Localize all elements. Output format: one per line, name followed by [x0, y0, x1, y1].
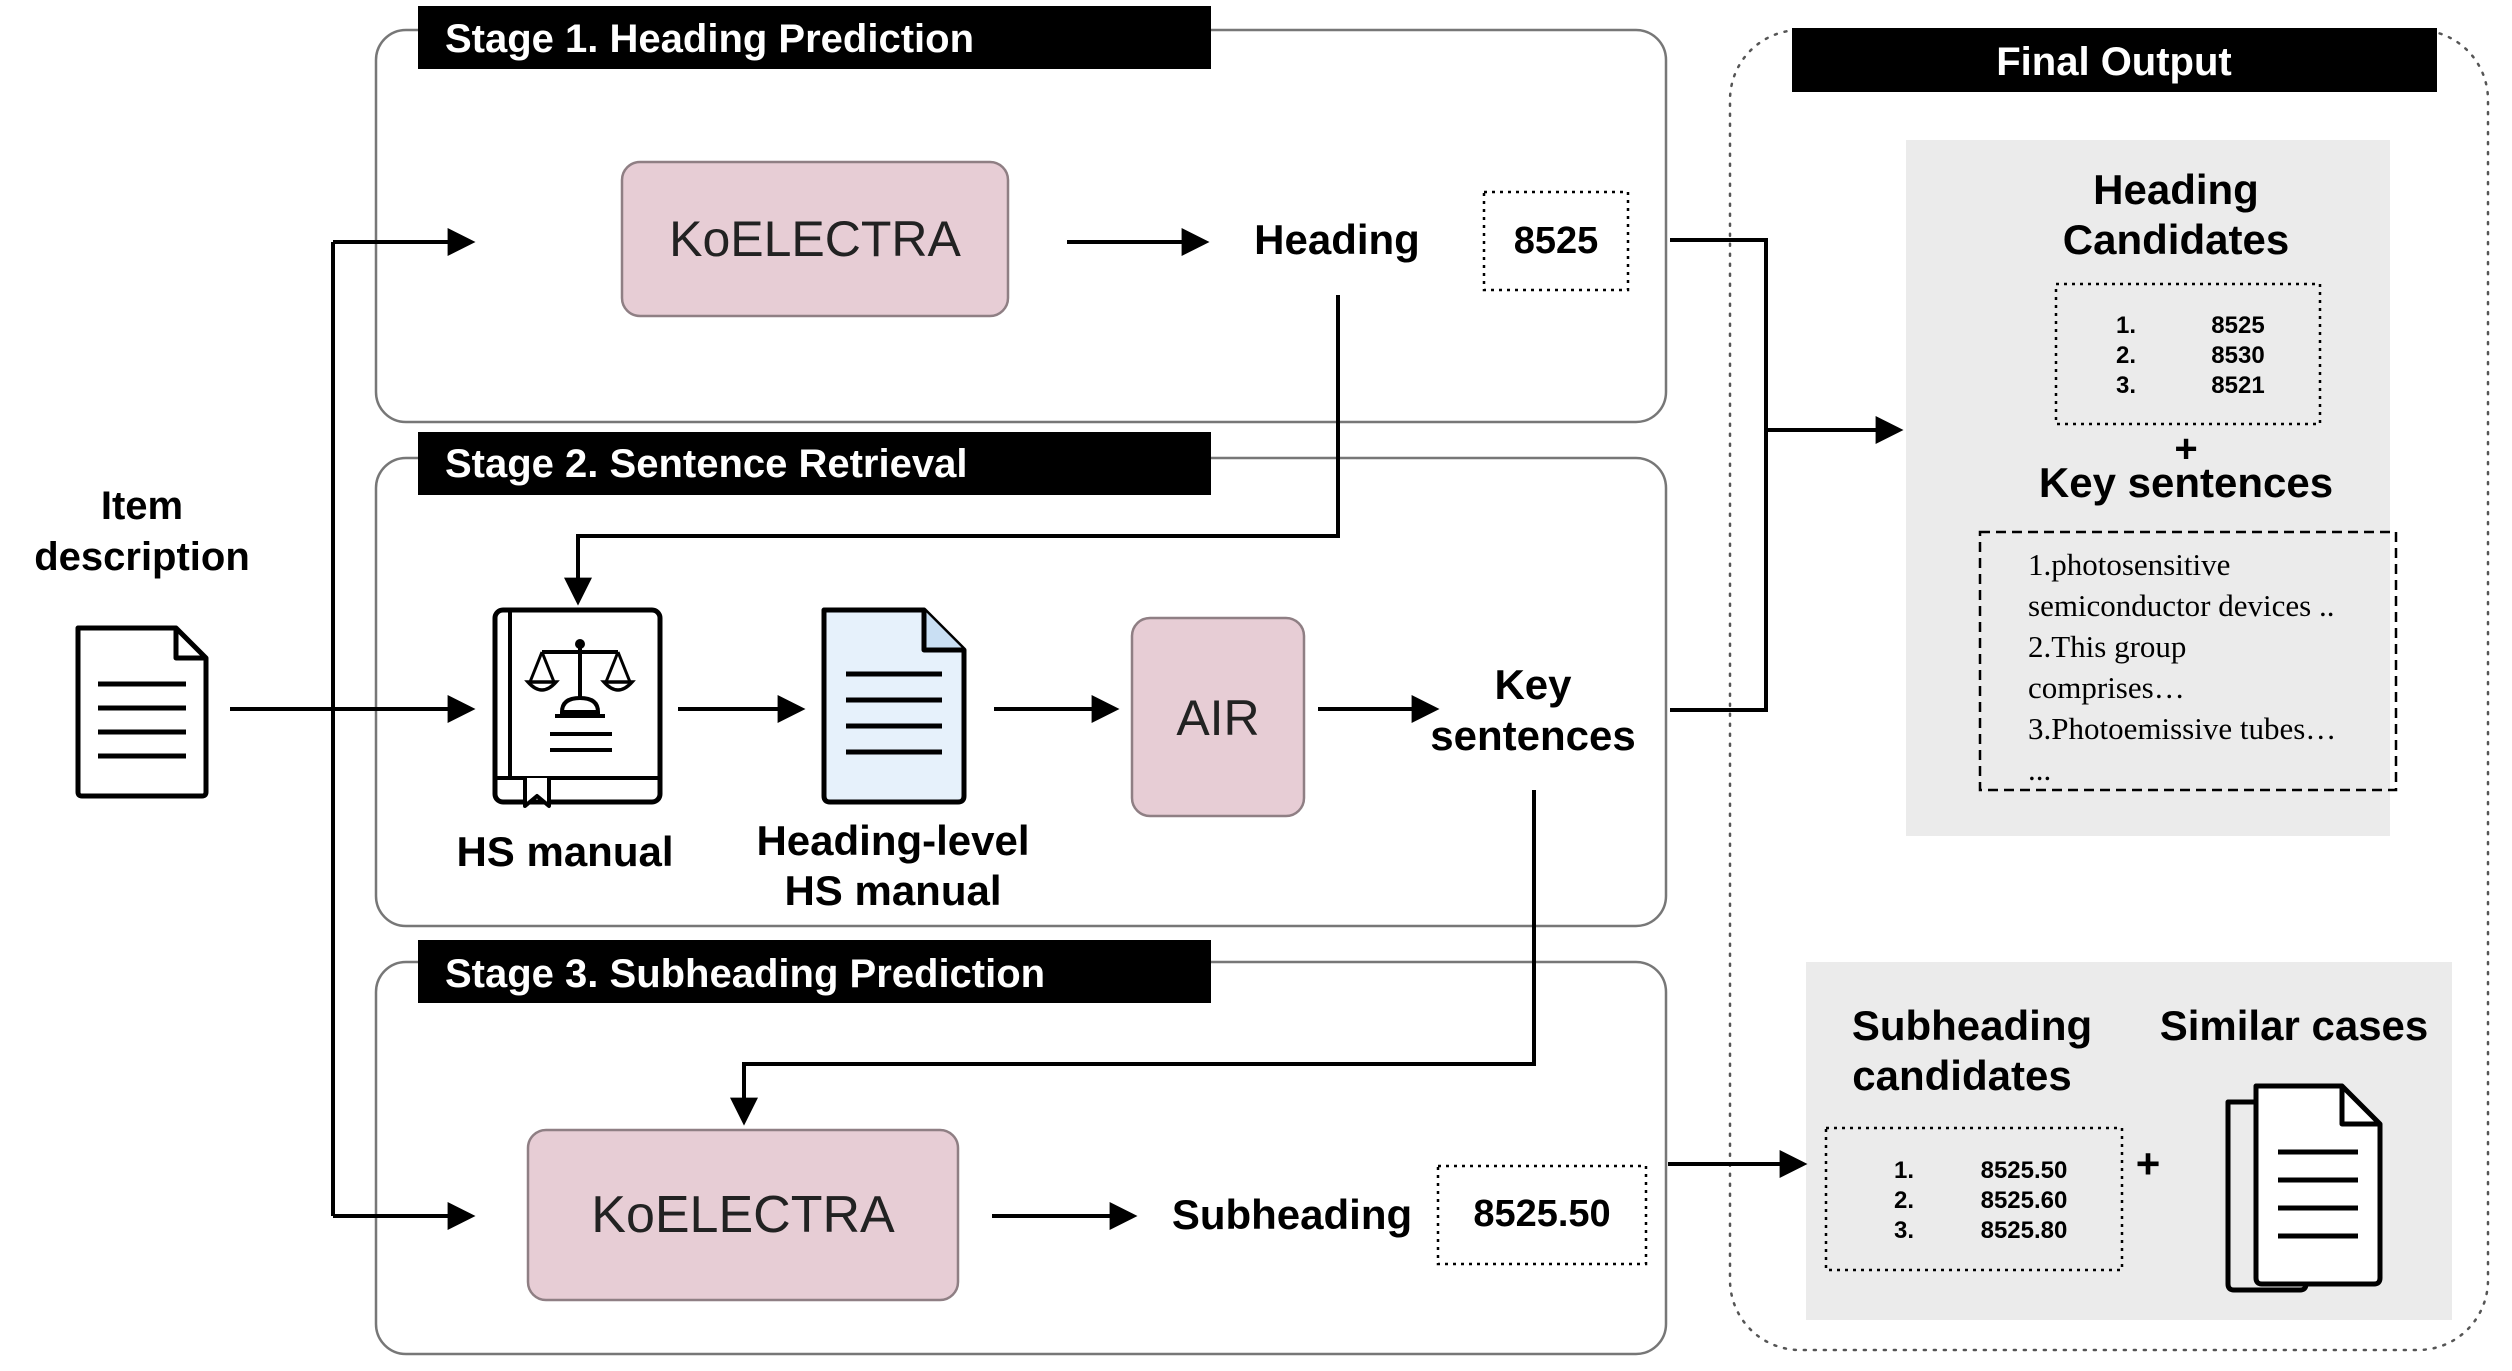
key-sentence-line: 1.photosensitive — [2028, 547, 2230, 582]
stage3-title: Stage 3. Subheading Prediction — [445, 952, 1045, 996]
subheading-value: 8525.50 — [1473, 1193, 1610, 1235]
key-sentences-title: Key sentences — [2039, 459, 2333, 506]
subheading-candidate-rank: 1. — [1894, 1157, 1914, 1184]
hs-manual-label: HS manual — [456, 828, 673, 875]
key-sentences-to-stage3-arrow — [730, 790, 1536, 1126]
subheading-candidate-code: 8525.80 — [1981, 1217, 2068, 1244]
heading-value: 8525 — [1514, 220, 1599, 262]
heading-value-box: 8525 — [1482, 190, 1630, 292]
heading-candidate-code: 8525 — [2211, 312, 2264, 339]
stage1-model-box: KoELECTRA — [620, 160, 1010, 318]
stage3-model-box: KoELECTRA — [526, 1128, 960, 1302]
heading-candidate-rank: 1. — [2116, 312, 2136, 339]
stage3-title-bar: Stage 3. Subheading Prediction — [418, 940, 1211, 1003]
input-label-line1: Item — [101, 484, 183, 528]
connectors — [230, 228, 1904, 1230]
stage3-model-label: KoELECTRA — [591, 1186, 895, 1244]
heading-manual-document-icon — [821, 607, 967, 805]
final-output-title: Final Output — [1996, 40, 2232, 84]
copy-documents-icon — [2225, 1083, 2383, 1293]
heading-candidate-rank: 2. — [2116, 342, 2136, 369]
heading-candidate-rank: 3. — [2116, 372, 2136, 399]
stage2-title-bar: Stage 2. Sentence Retrieval — [418, 432, 1211, 495]
subheading-candidate-rank: 2. — [1894, 1187, 1914, 1214]
similar-cases-title: Similar cases — [2160, 1002, 2429, 1049]
heading-to-hs-manual-arrow — [564, 295, 1340, 606]
stage1-frame — [374, 28, 1668, 424]
document-icon — [75, 625, 209, 799]
heading-output-label: Heading — [1254, 216, 1420, 263]
key-sentences-label-line2: sentences — [1430, 712, 1635, 759]
heading-candidates-list: 1. 8525 2. 8530 3. 8521 — [2116, 312, 2265, 399]
heading-candidate-code: 8521 — [2211, 372, 2264, 399]
key-sentences-list: 1.photosensitive semiconductor devices .… — [2028, 547, 2336, 787]
stage1-title-bar: Stage 1. Heading Prediction — [418, 6, 1211, 69]
final-output-title-bar: Final Output — [1792, 28, 2437, 92]
input-label-line2: description — [34, 535, 250, 579]
subheading-candidates-list: 1. 8525.50 2. 8525.60 3. 8525.80 — [1894, 1157, 2067, 1244]
key-sentence-line: 3.Photoemissive tubes… — [2028, 711, 2336, 746]
heading-candidates-title-line2: Candidates — [2063, 216, 2289, 263]
subheading-similar-panel: Subheading candidates Similar cases 1. 8… — [1806, 962, 2452, 1320]
key-sentence-line: semiconductor devices .. — [2028, 588, 2334, 623]
subheading-candidate-rank: 3. — [1894, 1217, 1914, 1244]
key-sentence-line: 2.This group — [2028, 629, 2186, 664]
heading-manual-label-line1: Heading-level — [756, 817, 1029, 864]
law-book-icon — [492, 607, 663, 808]
subheading-candidate-code: 8525.60 — [1981, 1187, 2068, 1214]
key-sentence-line: ... — [2028, 752, 2051, 787]
stage2-title: Stage 2. Sentence Retrieval — [445, 442, 967, 486]
heading-key-sentences-panel: Heading Candidates 1. 8525 2. 8530 3. 85… — [1906, 140, 2398, 836]
heading-manual-label-line2: HS manual — [784, 867, 1001, 914]
plus-sign: + — [2136, 1140, 2161, 1187]
subheading-value-box: 8525.50 — [1436, 1164, 1648, 1266]
stage1-model-label: KoELECTRA — [669, 211, 961, 267]
subheading-candidate-code: 8525.50 — [1981, 1157, 2068, 1184]
heading-candidates-title-line1: Heading — [2093, 166, 2259, 213]
key-sentences-label-line1: Key — [1494, 661, 1572, 708]
heading-candidate-code: 8530 — [2211, 342, 2264, 369]
subheading-candidates-title-line2: candidates — [1852, 1052, 2071, 1099]
stage1-title: Stage 1. Heading Prediction — [445, 17, 974, 61]
plus-sign: + — [2174, 427, 2197, 471]
subheading-output-label: Subheading — [1172, 1191, 1412, 1238]
air-retriever-box: AIR — [1130, 616, 1306, 818]
heading-to-final-line — [1670, 238, 1768, 712]
key-sentence-line: comprises… — [2028, 670, 2185, 705]
air-label: AIR — [1176, 690, 1259, 746]
subheading-candidates-title-line1: Subheading — [1852, 1002, 2092, 1049]
